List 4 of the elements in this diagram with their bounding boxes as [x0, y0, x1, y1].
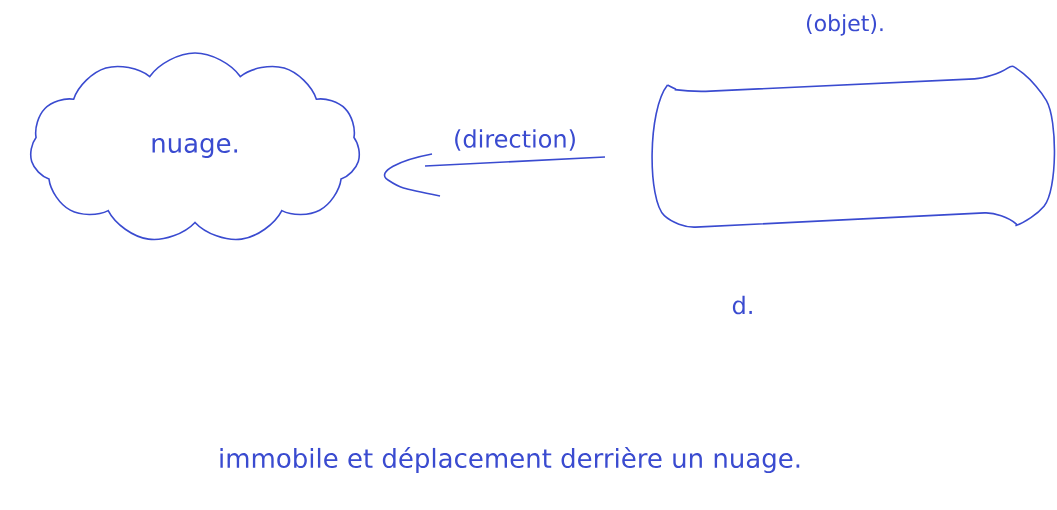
node-label: (objet).	[806, 14, 883, 36]
point-label: d.	[732, 295, 752, 315]
direction-label: (direction)	[455, 129, 575, 151]
sentence: immobile et déplacement derrière un nuage.	[220, 446, 800, 474]
